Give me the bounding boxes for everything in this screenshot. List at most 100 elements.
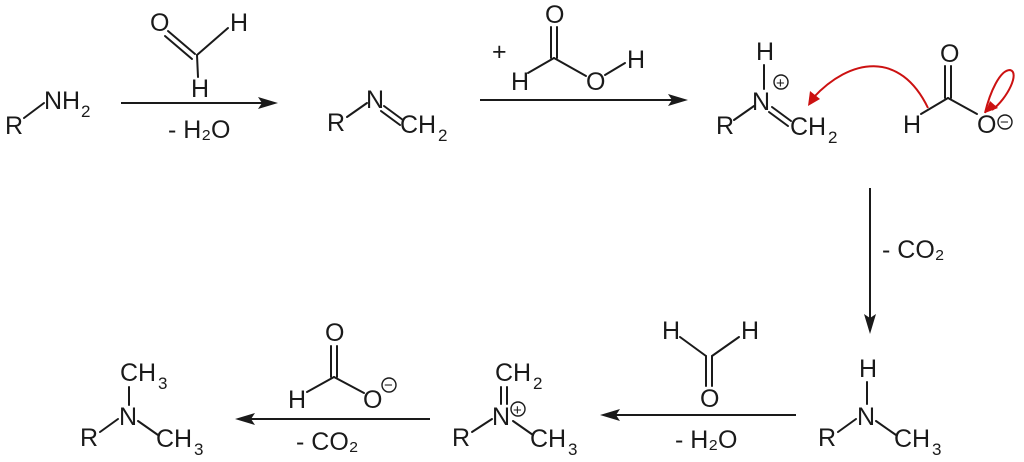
arrow-head: [258, 97, 278, 109]
atom-subscript-3: 3: [932, 440, 941, 459]
hydride-transfer-arrowhead: [808, 91, 820, 106]
atom-h: H: [859, 355, 877, 383]
formaldehyde-reagent-2: H H O: [662, 317, 759, 413]
atom-o: O: [977, 111, 996, 139]
atom-h: H: [511, 68, 529, 96]
atom-subscript-2: 2: [81, 102, 90, 121]
hydride-transfer-arrow: [812, 65, 929, 109]
atom-subscript-2: 2: [533, 374, 542, 393]
atom-h: H: [662, 317, 680, 345]
double-bond-n-c: [771, 106, 792, 122]
atom-subscript-3: 3: [194, 440, 203, 459]
positive-charge: +: [776, 75, 785, 92]
atom-h: H: [627, 46, 645, 74]
bond-c-h: [196, 54, 199, 78]
atom-o: O: [325, 319, 344, 347]
atom-h: H: [903, 111, 921, 139]
bond-o-h: [604, 62, 626, 76]
methylene-iminium-ion: CH 2 R N + CH 3: [452, 359, 577, 459]
bond-r-n: [99, 418, 119, 433]
arrow-head: [600, 409, 620, 421]
arrow-head: [864, 314, 876, 334]
primary-amine: R NH 2: [5, 87, 90, 140]
double-bond-n-c: [383, 105, 404, 121]
bond-c-h: [527, 57, 555, 74]
bond-c-h: [196, 27, 229, 56]
atom-ch: CH: [790, 113, 826, 141]
reaction-arrow-2: [480, 94, 688, 106]
bond-n-c: [875, 420, 897, 436]
atom-h: H: [756, 38, 774, 66]
double-bond-n-c: [768, 111, 789, 127]
atom-n: N: [857, 403, 875, 431]
bond-c-o: [553, 57, 587, 77]
double-bond-c-o: [164, 35, 193, 60]
bond-n-c: [512, 420, 534, 436]
atom-r: R: [452, 424, 470, 452]
imine: R N CH 2: [327, 86, 447, 145]
atom-h: H: [741, 317, 759, 345]
formaldehyde-reagent-1: O H H: [150, 9, 248, 103]
atom-h: H: [230, 9, 248, 37]
atom-h: H: [288, 386, 306, 414]
atom-ch: CH: [400, 111, 436, 139]
step1-condition: - H₂O: [168, 116, 230, 144]
bond-c-h: [306, 376, 335, 393]
bond-r-n: [23, 102, 45, 119]
bond-r-n: [346, 102, 368, 118]
step5-condition: - CO₂: [296, 428, 358, 456]
atom-subscript-3: 3: [568, 440, 577, 459]
atom-r: R: [818, 424, 836, 452]
bond-r-n: [733, 105, 755, 121]
atom-h: H: [191, 75, 209, 103]
double-bond-n-c: [380, 110, 401, 126]
atom-o: O: [940, 40, 959, 68]
negative-charge-circle: [381, 377, 397, 393]
bond-c-h: [920, 97, 949, 115]
bond-r-n: [471, 418, 493, 433]
atom-r: R: [5, 112, 23, 140]
reaction-arrow-5: [235, 413, 430, 425]
atom-o: O: [700, 385, 719, 413]
atom-subscript-2: 2: [828, 128, 837, 147]
formate-reagent: O H O −: [288, 319, 397, 414]
bond-n-c: [137, 420, 159, 436]
double-bond-c-o: [167, 30, 196, 55]
atom-nh: NH: [44, 87, 80, 115]
atom-subscript-3: 3: [158, 374, 167, 393]
negative-charge-circle: [997, 114, 1013, 130]
atom-o: O: [363, 386, 382, 414]
atom-ch: CH: [120, 359, 156, 387]
reaction-arrow-4: [600, 409, 796, 421]
atom-o: O: [586, 68, 605, 96]
atom-r: R: [716, 112, 734, 140]
step3-condition: - CO₂: [882, 236, 944, 264]
positive-charge-circle: [510, 401, 526, 417]
atom-n: N: [366, 86, 384, 114]
plus-sign: +: [492, 38, 507, 66]
atom-n: N: [119, 403, 137, 431]
atom-ch: CH: [156, 425, 192, 453]
carboxylate-arrowhead: [985, 101, 998, 113]
positive-charge: +: [513, 402, 522, 419]
electron-flow-arrows: [808, 65, 1015, 114]
reaction-arrow-3: [864, 188, 876, 334]
arrow-head: [235, 413, 255, 425]
step4-condition: - H₂O: [675, 426, 737, 454]
atom-ch: CH: [894, 425, 930, 453]
atom-r: R: [80, 424, 98, 452]
formate-ion: O H O −: [903, 40, 1013, 139]
atom-ch: CH: [530, 425, 566, 453]
atom-o: O: [150, 9, 169, 37]
atom-n: N: [492, 403, 510, 431]
reaction-arrow-1: [121, 97, 278, 109]
atom-subscript-2: 2: [438, 126, 447, 145]
formic-acid-reagent: + O H O H: [492, 1, 645, 96]
bond-c-h: [711, 336, 740, 357]
atom-n: N: [752, 88, 770, 116]
arrow-head: [668, 94, 688, 106]
tertiary-amine: CH 3 R N CH 3: [80, 359, 203, 459]
atom-ch: CH: [495, 359, 531, 387]
atom-o: O: [545, 1, 564, 29]
